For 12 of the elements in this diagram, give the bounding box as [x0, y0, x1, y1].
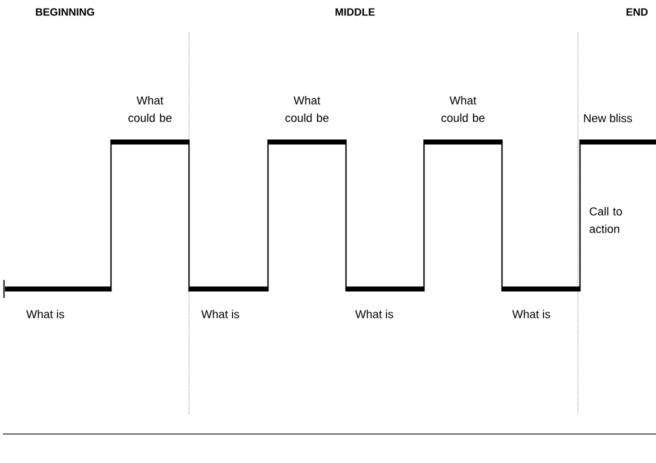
section-heading: END: [626, 8, 648, 16]
stage-label: New bliss: [584, 114, 632, 122]
stage-label: What could be: [285, 96, 329, 122]
section-heading: BEGINNING: [36, 8, 94, 16]
stage-label: What is: [355, 310, 394, 318]
stage-label: Call to action: [590, 207, 622, 233]
stage-label: What is: [26, 310, 64, 318]
stage-label: What could be: [128, 96, 172, 122]
section-heading: MIDDLE: [336, 8, 375, 16]
stage-label: What is: [201, 310, 240, 318]
stage-label: What is: [512, 310, 550, 318]
stage-label: What could be: [441, 96, 485, 122]
